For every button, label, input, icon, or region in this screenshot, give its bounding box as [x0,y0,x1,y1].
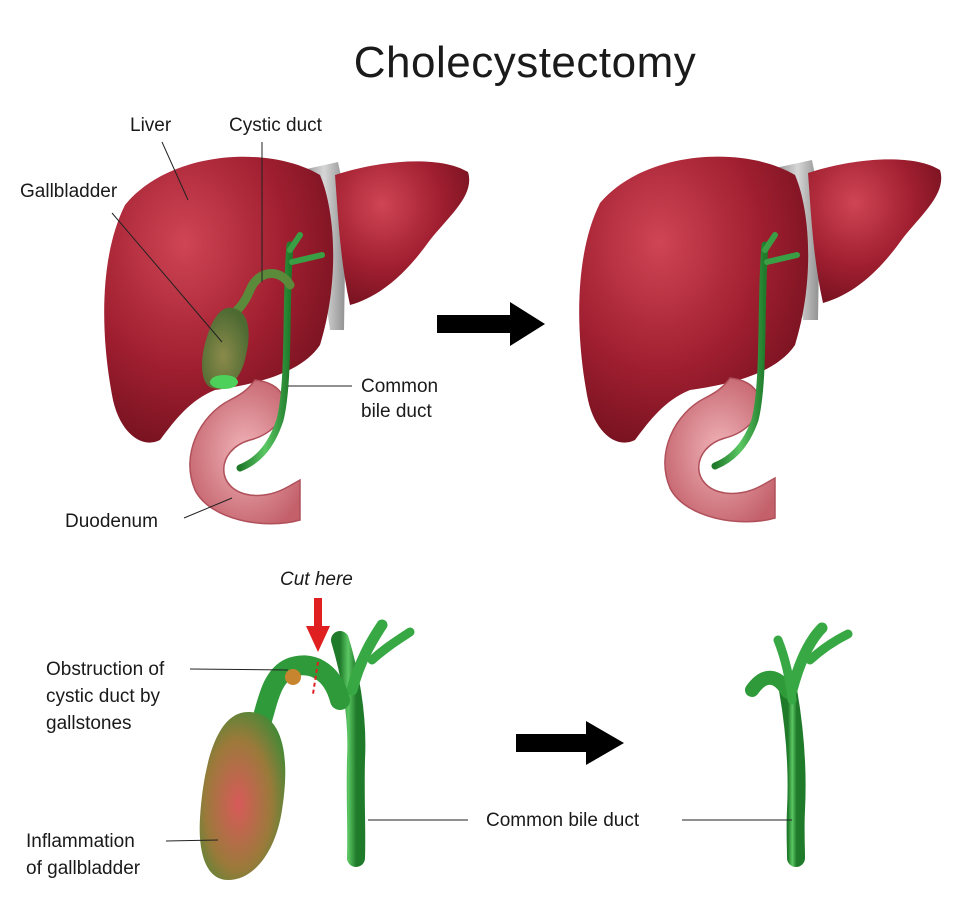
leader-duodenum [183,497,233,519]
label-obstruction-line1: Obstruction of [46,659,165,680]
cut-arrow [306,598,330,652]
label-obstruction-line2: cystic duct by [46,686,161,707]
hepatic-duct-branch-right [762,232,800,265]
bottom-right-branch-c [773,635,797,705]
bottom-gallbladder [199,712,286,880]
arrow-top [437,302,545,346]
label-common-bile-duct-line2: bile duct [361,401,432,422]
bottom-cystic-duct [252,655,350,730]
duodenum-left [189,379,301,525]
label-common-bile-duct-line1: Common [361,376,439,397]
bottom-right-branch-b [805,629,853,665]
label-inflammation-line2: of gallbladder [26,858,141,879]
liver-right-right-lobe [579,156,809,443]
leader-lines [111,141,792,842]
leader-liver [161,141,189,201]
label-cut-here: Cut here [280,569,353,590]
page-title: Cholecystectomy [353,38,697,87]
bottom-cbd-trunk [331,631,366,867]
common-bile-duct-right [711,241,769,470]
label-cystic-duct: Cystic duct [229,115,322,136]
bottom-right-group [745,622,853,867]
liver-left-right-lobe [104,156,334,443]
bottom-right-cbd [779,681,806,867]
label-inflammation-line1: Inflammation [26,831,135,852]
leader-inflammation [165,839,219,842]
arrow-bottom [516,721,624,765]
gallbladder-tip-left [210,375,238,389]
gallstone [285,669,301,685]
leader-gallbladder [111,212,223,343]
gallbladder-left [202,307,249,389]
label-common-bile-duct-bottom: Common bile duct [486,810,640,831]
duodenum-right [664,377,776,523]
bottom-right-stump [745,670,795,699]
liver-right-left-lobe [808,159,942,303]
hepatic-duct-branch-left [287,232,325,265]
cut-line [312,661,319,695]
liver-right-group [579,156,942,523]
bottom-right-branch-a [786,622,828,696]
leader-obstruction [189,668,289,671]
bottom-hepatic-branch-a [346,619,388,696]
label-duodenum: Duodenum [65,511,158,532]
label-liver: Liver [130,115,172,136]
liver-left-left-lobe [335,161,470,305]
label-gallbladder: Gallbladder [20,181,118,202]
bottom-left-group [199,598,415,880]
bottom-hepatic-branch-b [367,627,415,665]
liver-left-group [104,156,470,525]
label-obstruction-line3: gallstones [46,713,132,734]
common-bile-duct-left [236,241,294,472]
